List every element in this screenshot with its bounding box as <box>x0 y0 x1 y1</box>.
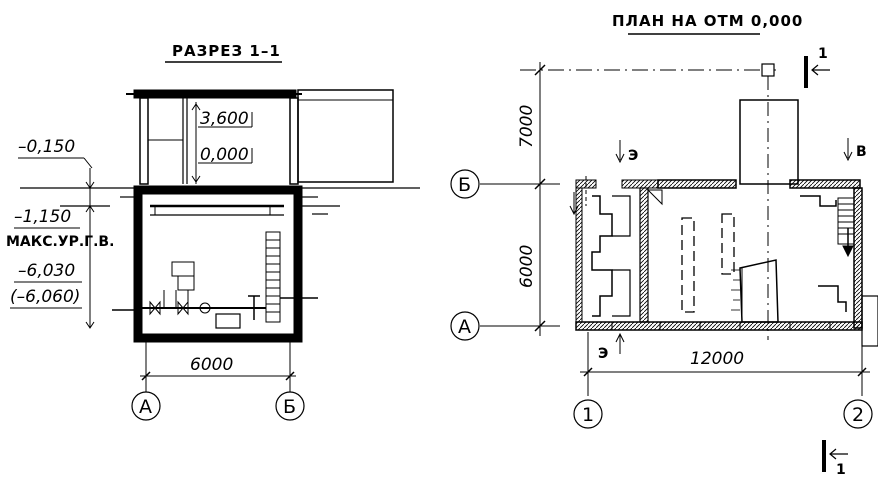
plan-axis-1: 1 <box>582 404 594 426</box>
plan-axis-b: Б <box>458 174 471 196</box>
elev-roof: 3,600 <box>200 109 249 129</box>
plan-view: ПЛАН НА ОТМ 0,000 1 7000 6000 Б А <box>450 12 878 478</box>
cut-label-bottom: 1 <box>836 462 846 478</box>
section-title: РАЗРЕЗ 1–1 <box>172 42 281 60</box>
groundwater-label: МАКС.УР.Г.В. <box>6 234 114 250</box>
section-width-dim: 6000 <box>190 355 233 375</box>
cut-mark-top: 1 <box>804 46 830 88</box>
elev-floor: 0,000 <box>200 145 249 165</box>
mark-e-top: Э <box>628 148 638 164</box>
dim-side: 6000 <box>517 245 537 288</box>
plan-axis-a: А <box>458 316 471 338</box>
plan-staircase <box>800 195 855 312</box>
elev-bottom-alt: (–6,060) <box>10 287 80 307</box>
plan-walls <box>575 179 878 347</box>
underground-chamber <box>112 185 318 343</box>
elev-ground: –0,150 <box>18 137 75 157</box>
mark-e-bottom: Э <box>598 346 608 362</box>
cut-label-top: 1 <box>818 46 828 62</box>
cut-mark-bottom: 1 <box>822 440 848 478</box>
mark-v: В <box>856 144 867 160</box>
elevation-labels-left: –0,150 –1,150 МАКС.УР.Г.В. –6,030 (–6,06… <box>6 137 114 329</box>
section-view: РАЗРЕЗ 1–1 3,600 0,000 <box>6 42 420 421</box>
section-dimension: 6000 А Б <box>131 342 305 421</box>
elevation-marks-upper: 3,600 0,000 <box>191 102 253 184</box>
section-axis-a: А <box>139 396 152 418</box>
plan-axis-2: 2 <box>852 404 864 426</box>
plan-title: ПЛАН НА ОТМ 0,000 <box>612 12 803 30</box>
elev-under: –1,150 <box>14 207 71 227</box>
section-axis-b: Б <box>283 396 296 418</box>
elev-bottom: –6,030 <box>18 261 75 281</box>
plan-vertical-dims: 7000 6000 <box>517 62 546 336</box>
ground-lines <box>20 187 420 215</box>
pavilion <box>126 89 394 185</box>
dim-length: 12000 <box>690 349 744 369</box>
dim-top: 7000 <box>517 105 537 148</box>
plan-horizontal-dim: 12000 1 2 <box>573 332 873 429</box>
equipment-outline-left <box>591 195 613 317</box>
